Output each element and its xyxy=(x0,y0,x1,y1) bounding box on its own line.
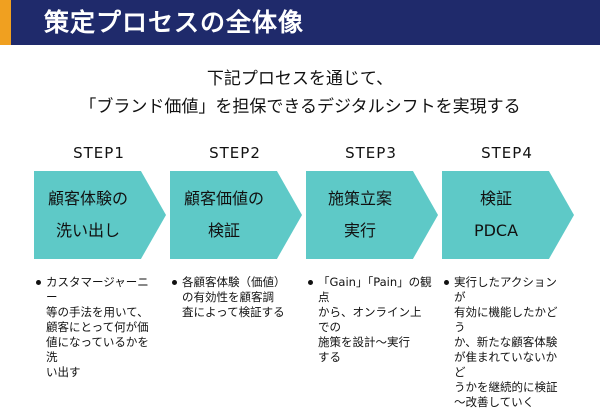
step-1-box-text: 顧客体験の 洗い出し xyxy=(34,171,142,259)
step-4-box-line-2: PDCA xyxy=(473,221,519,240)
step-4-label: STEP4 xyxy=(481,144,533,162)
bullet-icon xyxy=(308,280,313,285)
step-1-label: STEP1 xyxy=(73,144,125,162)
step-1-description-text: カスタマージャーニー 等の手法を用いて、 顧客にとって何が価 値になっているかを… xyxy=(46,275,149,379)
step-2-description-text: 各顧客体験（価値） の有効性を顧客調 査によって検証する xyxy=(182,275,286,319)
bullet-icon xyxy=(444,280,449,285)
step-3-box-text: 施策立案 実行 xyxy=(306,171,414,259)
step-2-box-line-1: 顧客価値の xyxy=(183,189,264,208)
step-4-description-text: 実行したアクションが 有効に機能したかどう か、新たな顧客体験 が隹まれていない… xyxy=(454,275,558,409)
step-2-box-text: 顧客価値の 検証 xyxy=(170,171,278,259)
step-1-description: カスタマージャーニー 等の手法を用いて、 顧客にとって何が価 値になっているかを… xyxy=(36,275,160,380)
step-3-description: 「Gain」「Pain」の観点 から、オンライン上での 施策を設計～実行 する xyxy=(308,275,432,365)
step-4-arrow: 検証 PDCA xyxy=(442,171,574,259)
subtitle-line-2: 「ブランド価値」を担保できるデジタルシフトを実現する xyxy=(79,97,521,117)
page-title: 策定プロセスの全体像 xyxy=(44,8,305,37)
step-3-label: STEP3 xyxy=(345,144,397,162)
step-2-box-line-2: 検証 xyxy=(207,221,240,240)
step-2-arrow: 顧客価値の 検証 xyxy=(170,171,302,259)
bullet-icon xyxy=(36,280,41,285)
title-accent-stripe xyxy=(0,0,11,45)
bullet-icon xyxy=(172,280,177,285)
step-2-description: 各顧客体験（価値） の有効性を顧客調 査によって検証する xyxy=(172,275,296,320)
step-2-label: STEP2 xyxy=(209,144,261,162)
step-1-box-line-2: 洗い出し xyxy=(55,221,120,240)
step-3-box-line-2: 実行 xyxy=(343,221,376,240)
step-1-arrow: 顧客体験の 洗い出し xyxy=(34,171,166,259)
subtitle-line-1: 下記プロセスを通じて、 xyxy=(206,69,394,89)
step-4-description: 実行したアクションが 有効に機能したかどう か、新たな顧客体験 が隹まれていない… xyxy=(444,275,568,410)
step-1-box-line-1: 顧客体験の xyxy=(47,189,128,208)
step-3-box-line-1: 施策立案 xyxy=(327,189,392,208)
step-3-arrow: 施策立案 実行 xyxy=(306,171,438,259)
title-bar: 策定プロセスの全体像 xyxy=(0,0,600,45)
step-4-box-text: 検証 PDCA xyxy=(442,171,550,259)
step-3-description-text: 「Gain」「Pain」の観点 から、オンライン上での 施策を設計～実行 する xyxy=(318,275,432,364)
step-4-box-line-1: 検証 xyxy=(479,189,512,208)
